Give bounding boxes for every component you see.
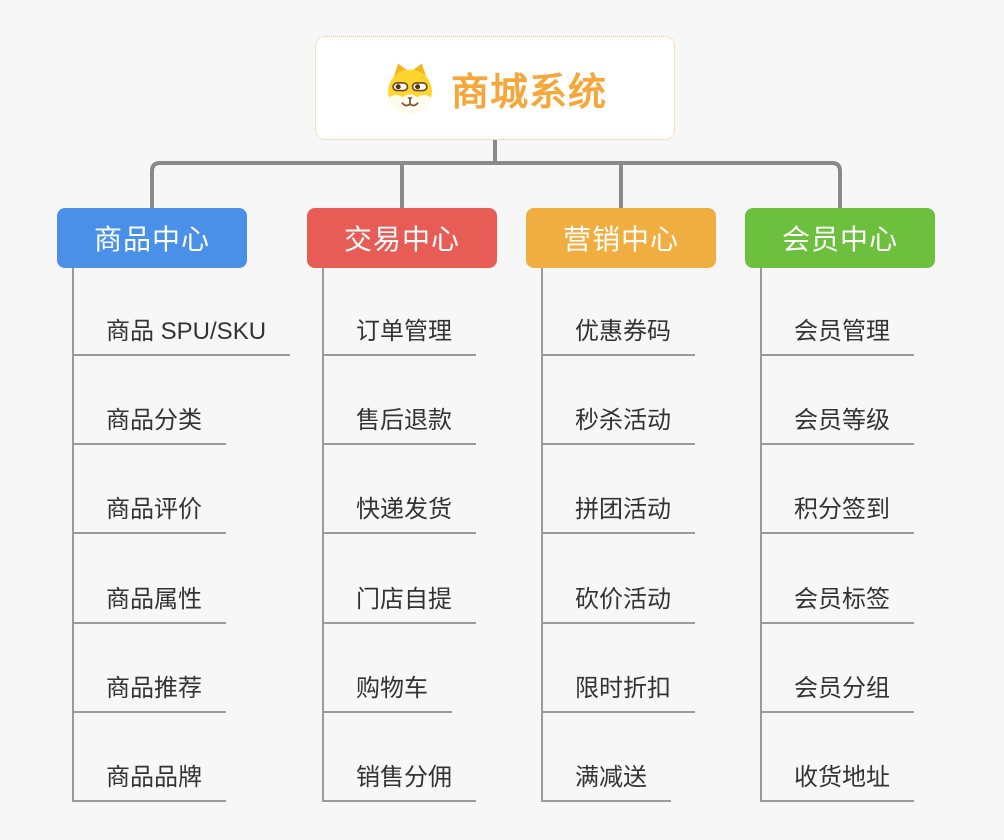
branch-stem-line [72, 268, 74, 802]
leaf-node[interactable]: 砍价活动 [542, 584, 695, 624]
leaf-node[interactable]: 商品品牌 [73, 762, 226, 802]
leaf-node[interactable]: 秒杀活动 [542, 405, 695, 445]
leaf-node[interactable]: 快递发货 [323, 494, 476, 534]
leaf-node[interactable]: 拼团活动 [542, 494, 695, 534]
leaf-node[interactable]: 优惠券码 [542, 316, 695, 356]
leaf-node[interactable]: 订单管理 [323, 316, 476, 356]
branch-stem-line [541, 268, 543, 802]
leaf-node[interactable]: 收货地址 [761, 762, 914, 802]
leaf-node[interactable]: 积分签到 [761, 494, 914, 534]
leaf-node[interactable]: 门店自提 [323, 584, 476, 624]
leaf-node[interactable]: 会员等级 [761, 405, 914, 445]
leaf-node[interactable]: 会员管理 [761, 316, 914, 356]
branch-stem-line [760, 268, 762, 802]
leaf-node[interactable]: 会员分组 [761, 673, 914, 713]
leaf-node[interactable]: 商品评价 [73, 494, 226, 534]
branch-node-3[interactable]: 营销中心 [526, 208, 716, 268]
leaf-node[interactable]: 商品 SPU/SKU [73, 316, 291, 356]
root-node-mall-system[interactable]: 商城系统 [315, 36, 675, 140]
leaf-node[interactable]: 满减送 [542, 762, 671, 802]
root-title: 商城系统 [450, 71, 607, 114]
doge-icon [383, 61, 437, 115]
rail-line [150, 161, 842, 208]
leaf-node[interactable]: 商品分类 [73, 405, 226, 445]
leaf-node[interactable]: 售后退款 [323, 405, 476, 445]
leaf-node[interactable]: 商品推荐 [73, 673, 226, 713]
branch-node-4[interactable]: 会员中心 [745, 208, 935, 268]
leaf-node[interactable]: 商品属性 [73, 584, 226, 624]
branch-stem-line [322, 268, 324, 802]
leaf-node[interactable]: 购物车 [323, 673, 452, 713]
branch-node-1[interactable]: 商品中心 [57, 208, 247, 268]
leaf-node[interactable]: 限时折扣 [542, 673, 695, 713]
leaf-node[interactable]: 销售分佣 [323, 762, 476, 802]
branch-node-2[interactable]: 交易中心 [307, 208, 497, 268]
leaf-node[interactable]: 会员标签 [761, 584, 914, 624]
